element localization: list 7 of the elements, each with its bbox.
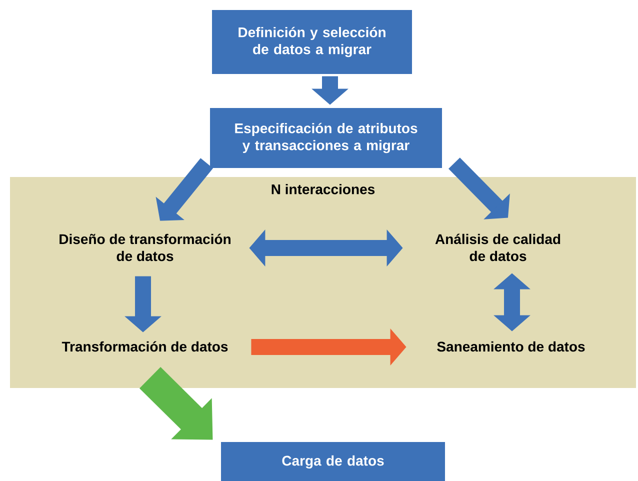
step-label: Transformación de datos <box>62 341 228 352</box>
step-label: Saneamiento de datos <box>437 341 585 352</box>
process-box: Definición y selección de datos a migrar <box>212 10 412 74</box>
process-box: Carga de datos <box>221 442 445 481</box>
step-label: Análisis de calidad de datos <box>435 234 560 262</box>
step-label: Diseño de transformación de datos <box>60 234 230 262</box>
process-box: Especificación de atributos y transacciones a migrar <box>210 108 442 168</box>
